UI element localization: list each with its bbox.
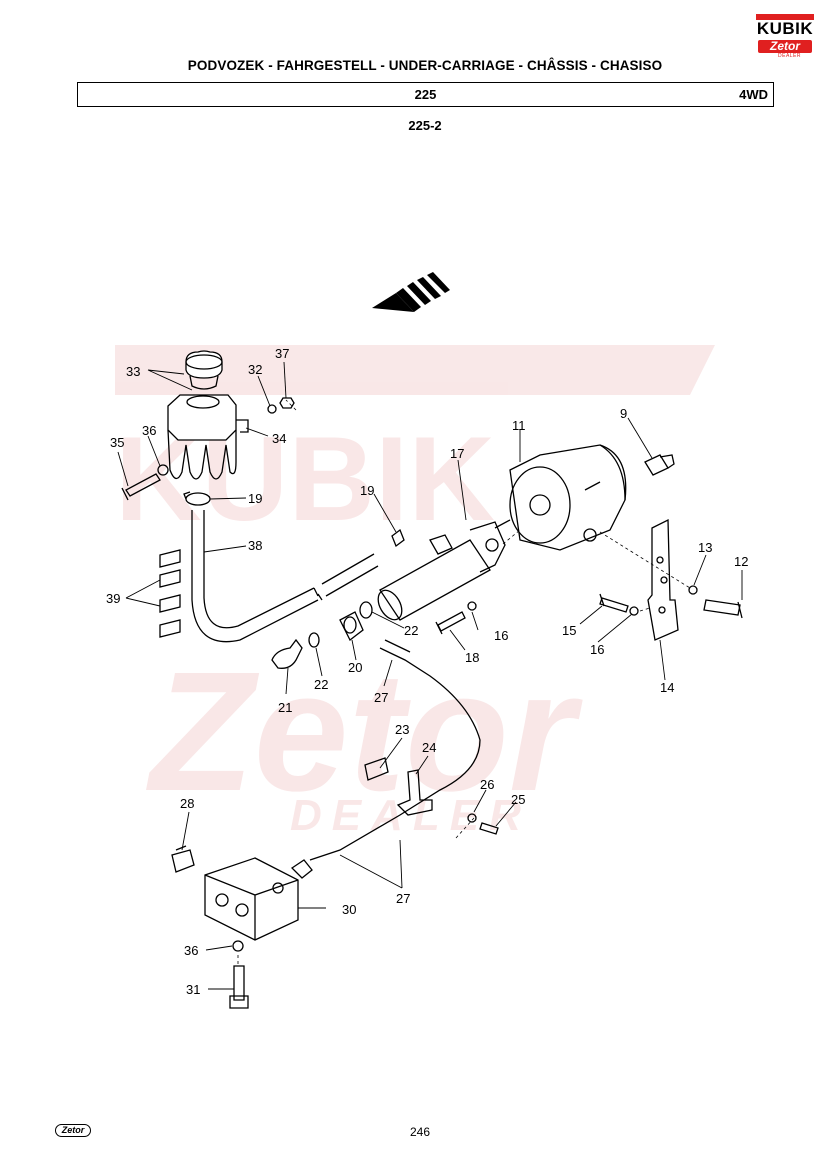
brake-booster <box>494 444 627 551</box>
kubik-zetor-logo: KUBIK Zetor DEALER <box>756 14 814 60</box>
bracket-14 <box>647 518 679 641</box>
washer-13 <box>688 585 698 595</box>
callout-17: 17 <box>450 446 464 461</box>
page-title: PODVOZEK - FAHRGESTELL - UNDER-CARRIAGE … <box>187 58 663 73</box>
nut-37 <box>279 397 295 409</box>
callout-20: 20 <box>348 660 362 675</box>
callout-14: 14 <box>660 680 674 695</box>
washer-16-left <box>467 601 477 611</box>
group-code: 225 <box>414 87 437 102</box>
callout-21: 21 <box>278 700 292 715</box>
bolt-18 <box>435 611 466 635</box>
callout-30: 30 <box>342 902 356 917</box>
footer-zetor-logo: Zetor <box>55 1124 91 1137</box>
callout-25: 25 <box>511 792 525 807</box>
leader-lines <box>117 361 743 990</box>
callout-16-right: 16 <box>590 642 604 657</box>
callout-15: 15 <box>562 623 576 638</box>
group-variant: 4WD <box>739 87 768 102</box>
banjo-fitting-20 <box>339 611 364 641</box>
callout-16-left: 16 <box>494 628 508 643</box>
washer-32 <box>267 404 277 414</box>
callout-24: 24 <box>422 740 436 755</box>
washer-26 <box>467 813 477 823</box>
reservoir-cap <box>185 350 223 390</box>
clamp-19-mid <box>391 528 405 548</box>
callout-27-top: 27 <box>374 690 388 705</box>
watermark: KUBIK Zetor DEALER <box>115 345 715 840</box>
callout-19-left: 19 <box>248 491 262 506</box>
fitting-28 <box>171 845 195 873</box>
callout-36: 36 <box>142 423 156 438</box>
master-cylinder <box>377 521 506 621</box>
callout-38: 38 <box>248 538 262 553</box>
callout-37: 37 <box>275 346 289 361</box>
sub-group-code: 225-2 <box>408 118 442 133</box>
washer-36-lower <box>232 940 244 952</box>
logo-subbrand: Zetor <box>758 40 812 53</box>
callout-39: 39 <box>106 591 120 606</box>
bolt-25 <box>479 822 499 835</box>
callout-22-right: 22 <box>404 623 418 638</box>
watermark-band <box>115 345 715 395</box>
callout-34: 34 <box>272 431 286 446</box>
washer-36 <box>157 464 169 476</box>
alignment-lines <box>237 399 691 966</box>
callout-33: 33 <box>126 364 140 379</box>
callout-31: 31 <box>186 982 200 997</box>
group-header-box: 225 4WD <box>77 82 774 107</box>
page-number: 246 <box>409 1125 431 1139</box>
callout-12: 12 <box>734 554 748 569</box>
callout-28: 28 <box>180 796 194 811</box>
hose-clamps-39 <box>159 549 181 638</box>
callout-numbers: 33 32 37 34 36 35 19 38 39 19 17 11 9 13… <box>106 346 748 997</box>
bracket-23 <box>364 757 389 781</box>
logo-tag: DEALER <box>778 53 802 59</box>
fitting-9 <box>644 454 675 476</box>
bolt-31 <box>229 965 249 1009</box>
watermark-tag: DEALER <box>290 791 531 840</box>
callout-11: 11 <box>512 418 526 433</box>
banjo-bolt-21 <box>271 638 303 669</box>
callout-22-left: 22 <box>314 677 328 692</box>
callout-9: 9 <box>620 406 627 421</box>
brake-pipe-27 <box>309 639 481 861</box>
seal-22-right <box>359 601 373 619</box>
bolt-35 <box>121 473 161 501</box>
callout-26: 26 <box>480 777 494 792</box>
callout-27-bottom: 27 <box>396 891 410 906</box>
fluid-reservoir <box>167 394 249 480</box>
callout-18: 18 <box>465 650 479 665</box>
bolt-12 <box>703 599 743 619</box>
bolt-15 <box>599 593 629 613</box>
callout-19-mid: 19 <box>360 483 374 498</box>
direction-arrow-icon <box>372 272 450 312</box>
valve-block-30 <box>204 857 313 941</box>
washer-16-right <box>629 606 639 616</box>
callout-32: 32 <box>248 362 262 377</box>
callout-13: 13 <box>698 540 712 555</box>
logo-stripe <box>756 14 814 20</box>
pipe-clip-24 <box>396 769 433 816</box>
watermark-subbrand: Zetor <box>146 637 583 827</box>
hose-38 <box>191 510 379 643</box>
seal-22-left <box>308 632 320 648</box>
callout-23: 23 <box>395 722 409 737</box>
logo-brand: KUBIK <box>756 19 814 38</box>
callout-36-lower: 36 <box>184 943 198 958</box>
callout-35: 35 <box>110 435 124 450</box>
